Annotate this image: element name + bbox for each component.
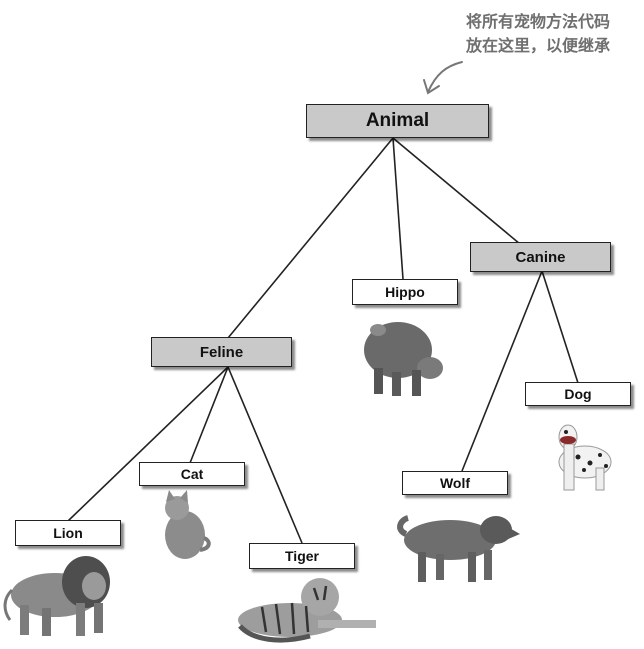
edge-feline-cat: [189, 366, 229, 464]
node-dog: Dog: [525, 382, 631, 406]
annotation-arrow-icon: [423, 61, 463, 95]
node-tiger: Tiger: [249, 543, 355, 569]
edge-animal-hippo: [392, 137, 404, 280]
node-hippo: Hippo: [352, 279, 458, 305]
tiger-illustration-icon: [238, 578, 376, 643]
lion-illustration-icon: [3, 556, 110, 636]
dog-illustration-icon: [558, 424, 612, 491]
annotation-line-2: 放在这里，以便继承: [465, 36, 610, 55]
cat-illustration-icon: [165, 490, 211, 559]
node-animal: Animal: [306, 104, 489, 138]
node-wolf: Wolf: [402, 471, 508, 495]
node-lion: Lion: [15, 520, 121, 546]
connector-lines: [67, 137, 579, 544]
edge-canine-wolf: [461, 270, 543, 472]
annotation-line-1: 将所有宠物方法代码: [465, 12, 610, 31]
node-cat: Cat: [139, 462, 245, 486]
node-canine: Canine: [470, 242, 611, 272]
annotation-text: 将所有宠物方法代码 放在这里，以便继承: [440, 10, 636, 58]
node-feline: Feline: [151, 337, 292, 367]
edge-animal-canine: [392, 137, 521, 245]
hippo-illustration-icon: [364, 322, 443, 396]
edge-feline-lion: [67, 366, 229, 522]
edge-feline-tiger: [227, 366, 303, 544]
edge-animal-feline: [227, 137, 394, 339]
edge-canine-dog: [541, 270, 579, 384]
wolf-illustration-icon: [397, 515, 520, 582]
